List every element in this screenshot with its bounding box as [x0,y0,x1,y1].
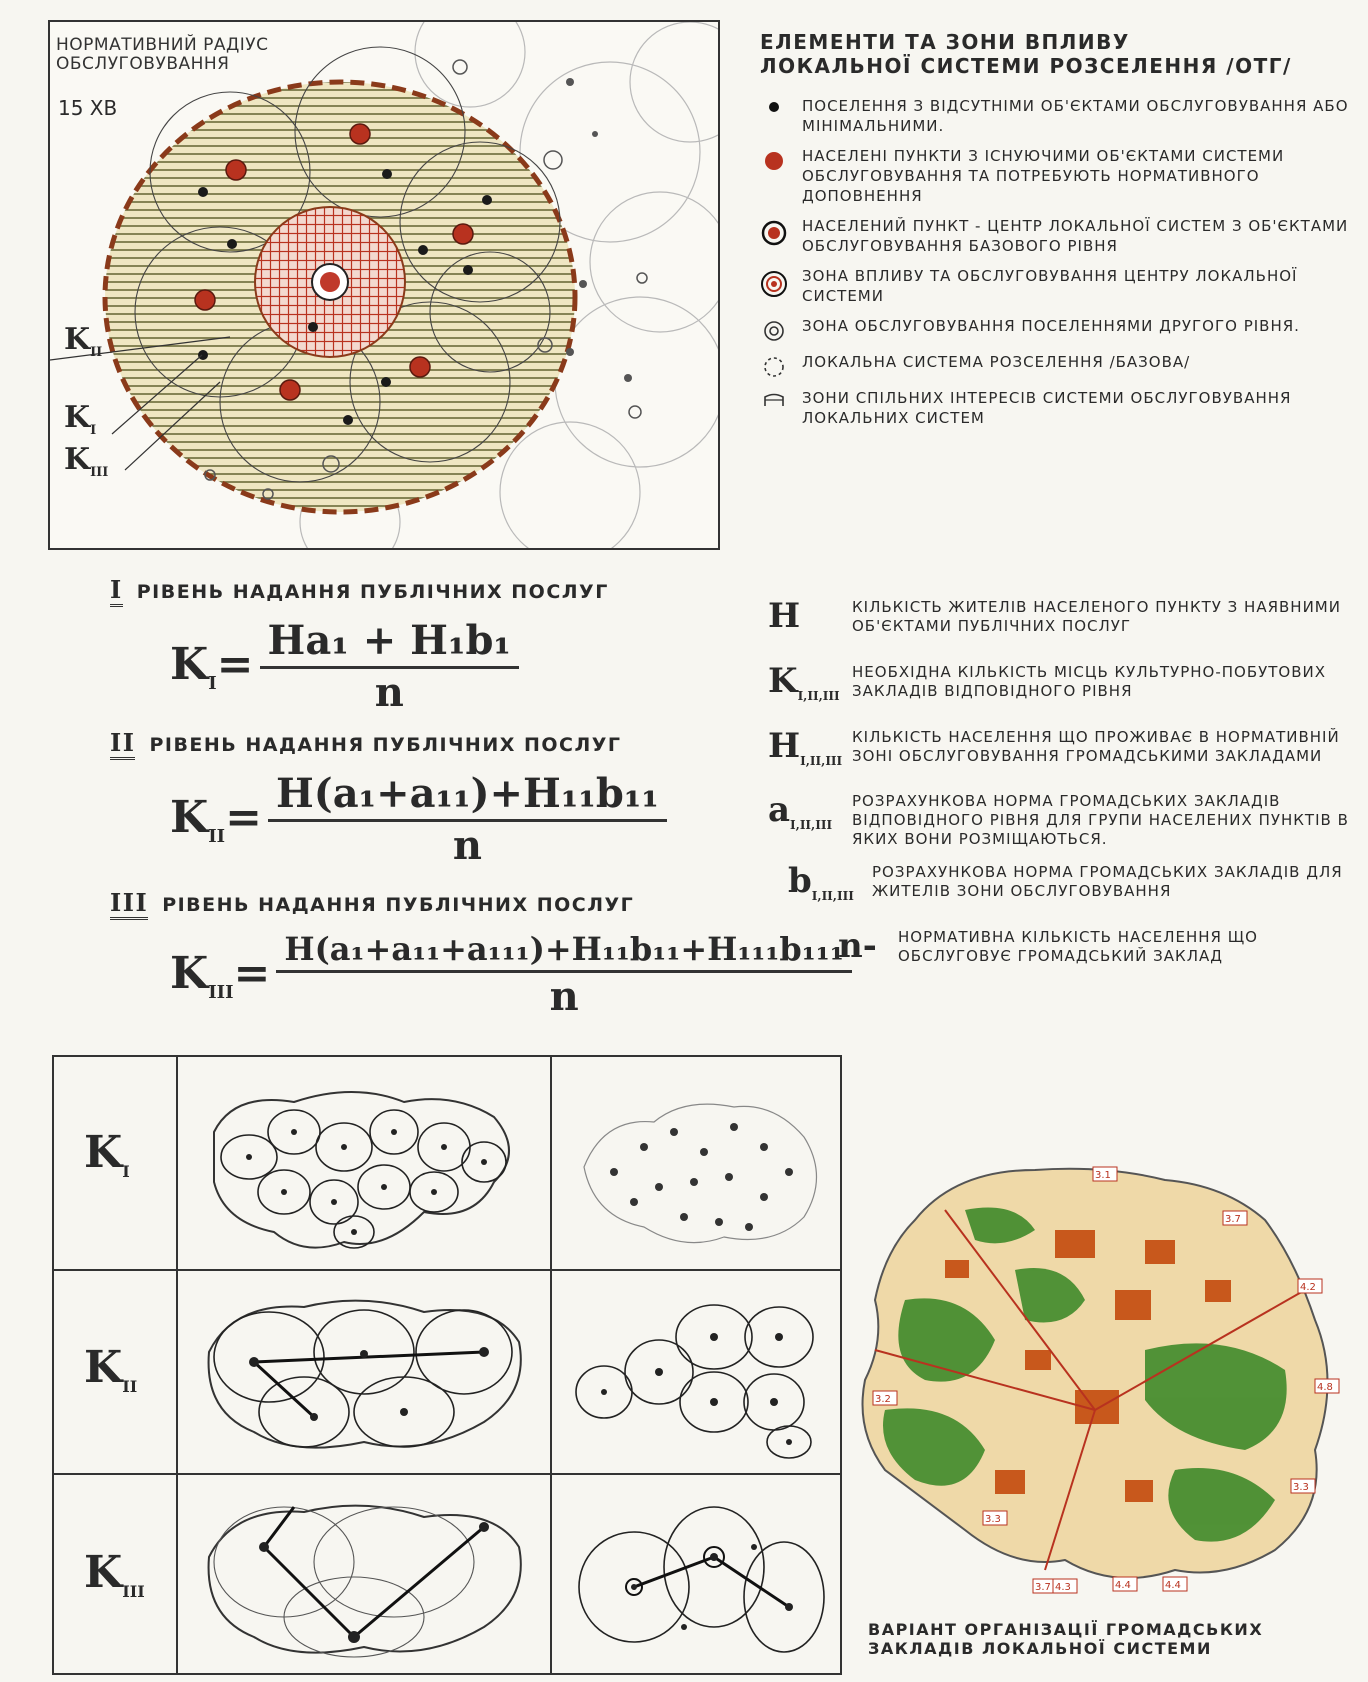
notation-symbol: aI,II,III [768,792,842,843]
scheme-drawing [50,22,720,550]
territory-map-drawing: 3.1 3.7 4.2 4.8 3.3 3.2 3.3 3.7 4.3 4.4 4.4 [845,1150,1345,1600]
ringed-red-dot-icon [761,220,787,246]
service-radius-scheme: НОРМАТИВНИЙ РАДІУС ОБСЛУГОВУВАННЯ 15 ХВ … [48,20,720,550]
legend-item: НАСЕЛЕНІ ПУНКТИ З ІСНУЮЧИМИ ОБ'ЄКТАМИ СИ… [760,146,1360,206]
k2-label: KII [64,322,102,360]
scheme-title: НОРМАТИВНИЙ РАДІУС ОБСЛУГОВУВАННЯ [56,36,269,74]
formula-k1-numerator: Ha₁ + H₁b₁ [260,617,519,669]
row-label-k2: KII [84,1342,137,1396]
map-zone-label: 4.8 [1317,1382,1333,1393]
legend-item-text: ЗОНА ОБСЛУГОВУВАННЯ ПОСЕЛЕННЯМИ ДРУГОГО … [802,316,1300,336]
territory-map: 3.1 3.7 4.2 4.8 3.3 3.2 3.3 3.7 4.3 4.4 4.4 [845,1150,1345,1600]
legend: ЕЛЕМЕНТИ ТА ЗОНИ ВПЛИВУ ЛОКАЛЬНОЇ СИСТЕМ… [760,30,1360,428]
legend-item: НАСЕЛЕНИЙ ПУНКТ - ЦЕНТР ЛОКАЛЬНОЇ СИСТЕМ… [760,216,1360,256]
legend-item-text: НАСЕЛЕНИЙ ПУНКТ - ЦЕНТР ЛОКАЛЬНОЇ СИСТЕМ… [802,216,1360,256]
level-comparison-grid: KI KII KIII [52,1055,842,1675]
notation-row: n- НОРМАТИВНА КІЛЬКІСТЬ НАСЕЛЕННЯ ЩО ОБС… [838,928,1358,979]
legend-item: ЗОНА ОБСЛУГОВУВАННЯ ПОСЕЛЕННЯМИ ДРУГОГО … [760,316,1360,342]
notation-text: РОЗРАХУНКОВА НОРМА ГРОМАДСЬКИХ ЗАКЛАДІВ … [872,863,1358,901]
k3-network-map-b [564,1487,834,1667]
notation-symbol: H [768,598,842,649]
k2-cluster-map-b [564,1282,834,1462]
legend-item-text: НАСЕЛЕНІ ПУНКТИ З ІСНУЮЧИМИ ОБ'ЄКТАМИ СИ… [802,146,1360,206]
map-zone-label: 3.2 [875,1394,891,1405]
formula-k3-numerator: H(a₁+a₁₁+a₁₁₁)+H₁₁b₁₁+H₁₁₁b₁₁₁ [276,930,851,973]
formula-k1-denominator: n [375,669,404,716]
legend-item-text: ЗОНА ВПЛИВУ ТА ОБСЛУГОВУВАННЯ ЦЕНТРУ ЛОК… [802,266,1360,306]
map-zone-label: 4.4 [1115,1580,1131,1591]
legend-item: ЗОНА ВПЛИВУ ТА ОБСЛУГОВУВАННЯ ЦЕНТРУ ЛОК… [760,266,1360,306]
map-zone-label: 3.3 [1293,1482,1309,1493]
notation-symbol: KI,II,III [768,663,842,714]
map-zone-label: 3.3 [985,1514,1001,1525]
map-zone-label: 3.7 [1225,1214,1241,1225]
formula-k2-denominator: n [453,822,482,869]
double-ring-icon [760,270,788,298]
notation-row: bI,II,III РОЗРАХУНКОВА НОРМА ГРОМАДСЬКИХ… [788,863,1358,914]
notation-symbol: bI,II,III [788,863,862,914]
legend-item: ЛОКАЛЬНА СИСТЕМА РОЗСЕЛЕННЯ /БАЗОВА/ [760,352,1360,378]
joint-zone-icon [762,392,786,408]
red-dot-icon [763,150,785,172]
map-zone-label: 3.7 [1035,1582,1051,1593]
map-zone-label: 4.3 [1055,1582,1071,1593]
row-label-k1: KI [84,1127,130,1181]
k1-cluster-map-a [194,1072,534,1257]
scheme-title-line1: НОРМАТИВНИЙ РАДІУС [56,36,269,55]
k2-cluster-map-a [194,1282,534,1462]
small-black-dot-icon [767,100,781,114]
legend-item-text: ЗОНИ СПІЛЬНИХ ІНТЕРЕСІВ СИСТЕМИ ОБСЛУГОВ… [802,388,1360,428]
k1-label: KI [64,400,96,438]
legend-item: ПОСЕЛЕННЯ З ВІДСУТНІМИ ОБ'ЄКТАМИ ОБСЛУГО… [760,96,1360,136]
legend-title-line2: ЛОКАЛЬНОЇ СИСТЕМИ РОЗСЕЛЕННЯ /ОТГ/ [760,54,1360,78]
small-ring-icon [763,320,785,342]
time-label: 15 ХВ [58,96,117,120]
notation-row: H КІЛЬКІСТЬ ЖИТЕЛІВ НАСЕЛЕНОГО ПУНКТУ З … [768,598,1358,649]
formula-k3-denominator: n [550,973,579,1020]
k3-label: KIII [64,442,108,480]
outer-dots [566,78,632,382]
notation-text: НОРМАТИВНА КІЛЬКІСТЬ НАСЕЛЕННЯ ЩО ОБСЛУГ… [898,928,1358,966]
legend-items: ПОСЕЛЕННЯ З ВІДСУТНІМИ ОБ'ЄКТАМИ ОБСЛУГО… [760,96,1360,428]
legend-title-line1: ЕЛЕМЕНТИ ТА ЗОНИ ВПЛИВУ [760,30,1360,54]
notation-text: КІЛЬКІСТЬ НАСЕЛЕННЯ ЩО ПРОЖИВАЄ В НОРМАТ… [852,728,1358,766]
legend-item-text: ПОСЕЛЕННЯ З ВІДСУТНІМИ ОБ'ЄКТАМИ ОБСЛУГО… [802,96,1360,136]
notation-text: РОЗРАХУНКОВА НОРМА ГРОМАДСЬКИХ ЗАКЛАДІВ … [852,792,1358,849]
notation-row: aI,II,III РОЗРАХУНКОВА НОРМА ГРОМАДСЬКИХ… [768,792,1358,849]
map-caption-line2: ЗАКЛАДІВ ЛОКАЛЬНОЇ СИСТЕМИ [868,1639,1348,1658]
map-zone-label: 4.4 [1165,1580,1181,1591]
notation-row: HI,II,III КІЛЬКІСТЬ НАСЕЛЕННЯ ЩО ПРОЖИВА… [768,728,1358,779]
map-caption-line1: ВАРІАНТ ОРГАНІЗАЦІЇ ГРОМАДСЬКИХ [868,1620,1348,1639]
notation-legend: H КІЛЬКІСТЬ ЖИТЕЛІВ НАСЕЛЕНОГО ПУНКТУ З … [768,598,1358,979]
formula-k2-numerator: H(a₁+a₁₁)+H₁₁b₁₁ [268,770,667,822]
notation-symbol: n- [838,928,888,979]
map-zone-label: 4.2 [1300,1282,1316,1293]
legend-item: ЗОНИ СПІЛЬНИХ ІНТЕРЕСІВ СИСТЕМИ ОБСЛУГОВ… [760,388,1360,428]
k3-network-map-a [194,1487,534,1667]
notation-row: KI,II,III НЕОБХІДНА КІЛЬКІСТЬ МІСЦЬ КУЛЬ… [768,663,1358,714]
map-zone-label: 3.1 [1095,1170,1111,1181]
dashed-circle-icon [763,356,785,378]
notation-text: КІЛЬКІСТЬ ЖИТЕЛІВ НАСЕЛЕНОГО ПУНКТУ З НА… [852,598,1358,636]
scheme-title-line2: ОБСЛУГОВУВАННЯ [56,55,269,74]
level-1-title: IРІВЕНЬ НАДАННЯ ПУБЛІЧНИХ ПОСЛУГ [110,575,810,607]
k1-dot-map-b [564,1077,834,1257]
row-label-k3: KIII [84,1547,145,1601]
map-caption: ВАРІАНТ ОРГАНІЗАЦІЇ ГРОМАДСЬКИХ ЗАКЛАДІВ… [868,1620,1348,1658]
notation-text: НЕОБХІДНА КІЛЬКІСТЬ МІСЦЬ КУЛЬТУРНО-ПОБУ… [852,663,1358,701]
legend-title: ЕЛЕМЕНТИ ТА ЗОНИ ВПЛИВУ ЛОКАЛЬНОЇ СИСТЕМ… [760,30,1360,78]
notation-symbol: HI,II,III [768,728,842,779]
legend-item-text: ЛОКАЛЬНА СИСТЕМА РОЗСЕЛЕННЯ /БАЗОВА/ [802,352,1190,372]
